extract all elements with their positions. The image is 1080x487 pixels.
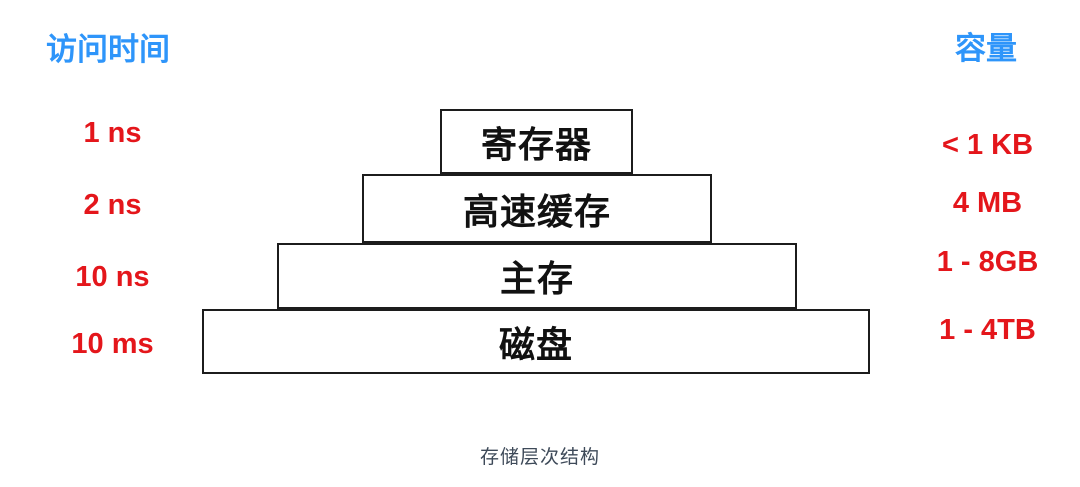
pyramid-level-register-label: 寄存器 xyxy=(480,123,592,165)
access-time-register: 1 ns xyxy=(83,117,142,149)
diagram-caption: 存储层次结构 xyxy=(479,447,600,468)
access-time-header: 访问时间 xyxy=(46,32,170,67)
access-time-cache: 2 ns xyxy=(83,189,142,221)
pyramid-level-register: 寄存器 xyxy=(440,109,633,174)
access-time-main-memory: 10 ns xyxy=(75,261,150,293)
capacity-header: 容量 xyxy=(955,31,1017,66)
pyramid-level-cache-label: 高速缓存 xyxy=(462,190,611,232)
access-time-disk: 10 ms xyxy=(71,328,154,360)
pyramid-level-cache: 高速缓存 xyxy=(362,174,712,243)
pyramid-level-disk-label: 磁盘 xyxy=(498,323,573,365)
capacity-main-memory: 1 - 8GB xyxy=(936,246,1039,278)
pyramid-level-main-memory-label: 主存 xyxy=(499,258,574,299)
capacity-cache: 4 MB xyxy=(952,187,1023,219)
pyramid-level-main-memory: 主存 xyxy=(277,243,797,309)
capacity-disk: 1 - 4TB xyxy=(939,314,1036,346)
capacity-register: < 1 KB xyxy=(941,129,1034,161)
pyramid-level-disk: 磁盘 xyxy=(202,309,870,374)
